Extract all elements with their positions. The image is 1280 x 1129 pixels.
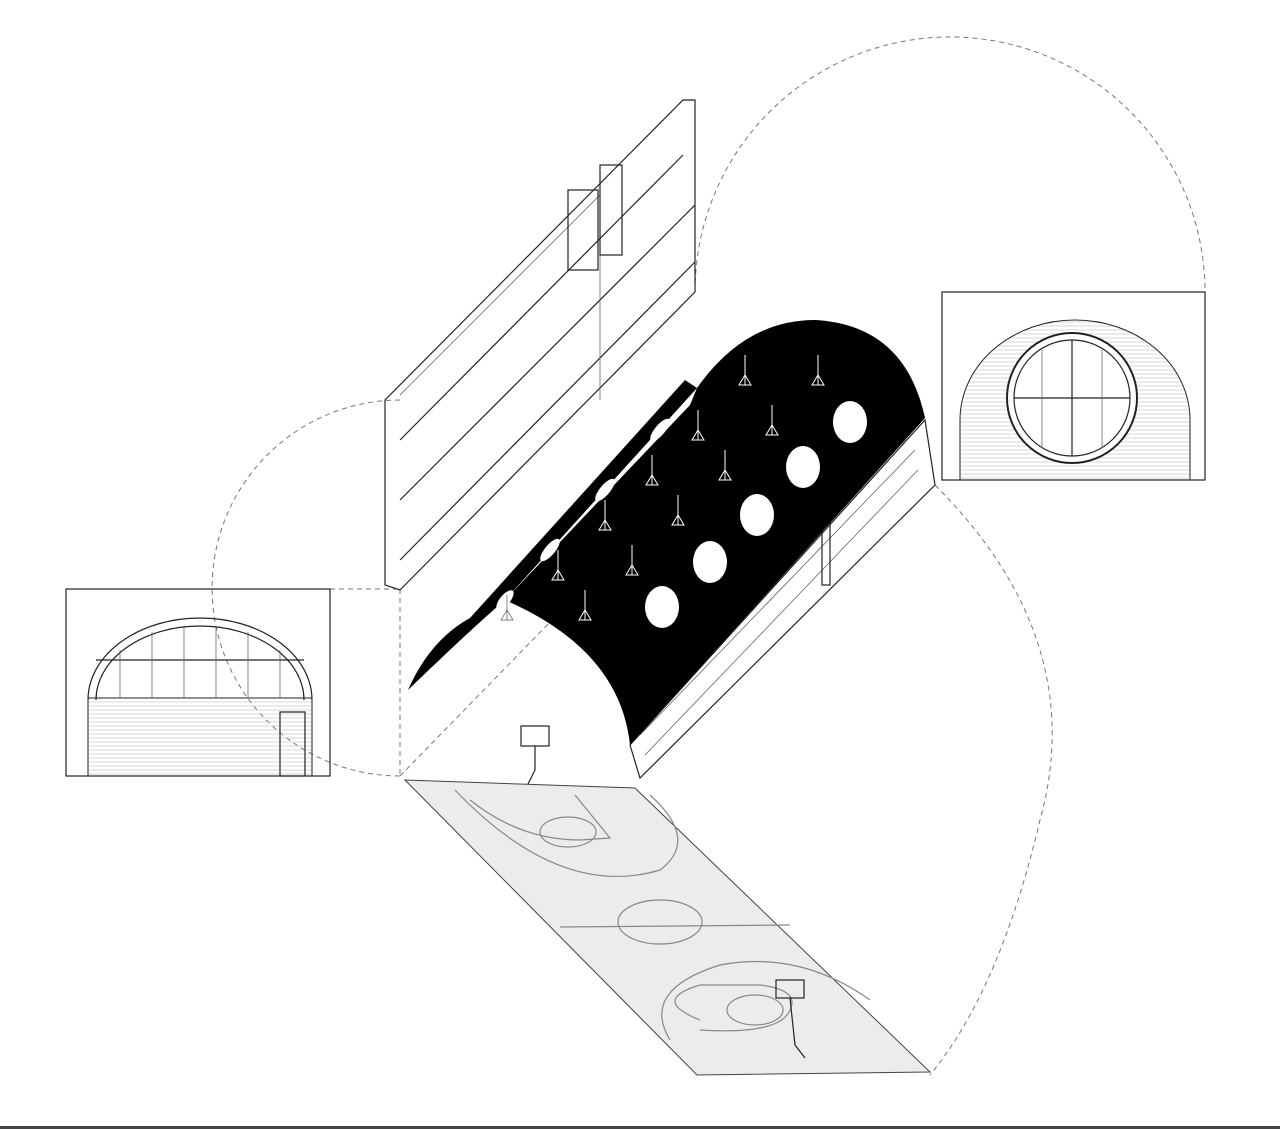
- skylight: [693, 541, 727, 583]
- fold-arc-top-right: [694, 36, 1206, 293]
- skylight: [786, 446, 820, 488]
- skylight: [645, 586, 679, 628]
- fold-arc-right: [929, 484, 1053, 1076]
- door: [279, 711, 306, 777]
- skylight: [740, 494, 774, 536]
- skylight: [833, 401, 867, 443]
- left-end-elevation: [65, 588, 331, 777]
- right-end-elevation: [941, 291, 1206, 481]
- basketball-court: [403, 779, 932, 1076]
- long-wall-elevation: [384, 99, 696, 591]
- vaulted-ceiling: [408, 320, 925, 745]
- fold-arc-left: [211, 399, 401, 777]
- bottom-rule: [0, 1126, 1280, 1129]
